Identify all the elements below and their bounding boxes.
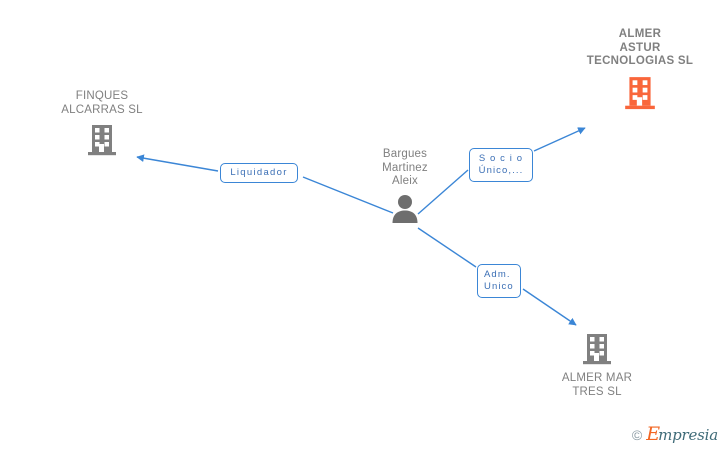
building-icon <box>583 334 611 365</box>
logo-brand-initial: E <box>646 423 661 445</box>
node-label-almer-mar-tres: ALMER MAR TRES SL <box>561 372 633 398</box>
edge-label-adm-unico[interactable]: Adm. Unico <box>477 264 521 298</box>
edge-label-liquidador[interactable]: Liquidador <box>220 163 298 183</box>
node-label-almer-astur: ALMER ASTUR TECNOLOGIAS SL <box>586 28 694 67</box>
edge-label-socio-unico[interactable]: S o c i o Único,... <box>469 148 533 182</box>
node-almer-astur[interactable]: ALMER ASTUR TECNOLOGIAS SL <box>549 28 728 111</box>
building-icon <box>88 125 116 156</box>
copyright-icon: © <box>631 426 643 443</box>
node-label-bargues-martinez-aleix: Bargues Martinez Aleix <box>382 148 428 187</box>
logo-brand-rest: mpresia <box>658 426 718 444</box>
node-bargues-martinez-aleix[interactable]: Bargues Martinez Aleix <box>325 148 485 223</box>
empresia-logo: © E mpresia <box>632 425 718 444</box>
node-label-finques-alcarras: FINQUES ALCARRAS SL <box>61 90 143 116</box>
person-icon <box>392 194 418 223</box>
building-icon <box>625 76 655 109</box>
node-finques-alcarras[interactable]: FINQUES ALCARRAS SL <box>22 90 182 157</box>
node-almer-mar-tres[interactable]: ALMER MAR TRES SL <box>517 332 677 399</box>
